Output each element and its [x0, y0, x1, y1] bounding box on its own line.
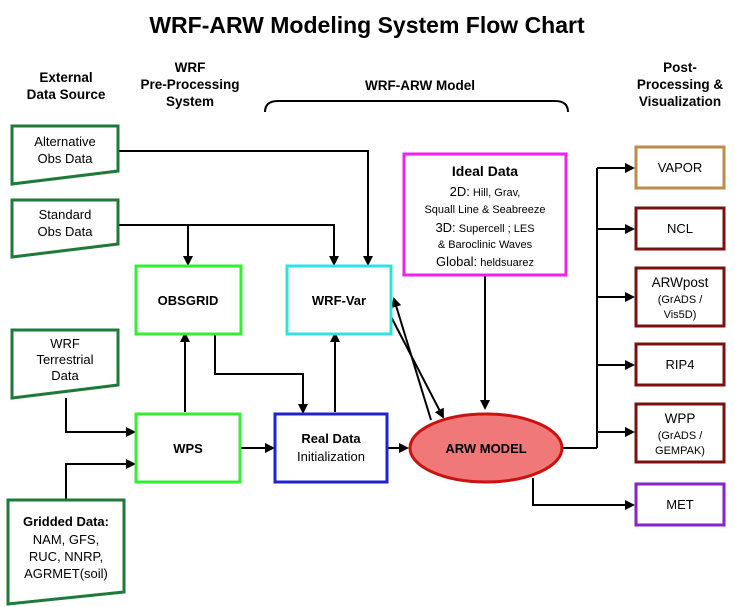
source-label: NAM, GFS, [33, 532, 99, 547]
source-label: Terrestrial [36, 352, 93, 367]
source-label: Data [51, 368, 79, 383]
source-gridded-data: Gridded Data: NAM, GFS, RUC, NNRP, AGRME… [6, 498, 126, 606]
source-alternative-obs-data: Alternative Obs Data [10, 124, 120, 186]
output-ncl: NCL [634, 206, 726, 251]
ideal-line-squall: Squall Line & Seabreeze [424, 204, 545, 216]
header-post-processing: Post- Processing & Visualization [637, 60, 724, 109]
header-line: Processing & [637, 77, 724, 92]
node-arw-model: ARW MODEL [408, 412, 564, 484]
source-label: Obs Data [38, 151, 94, 166]
node-label: Initialization [297, 449, 365, 464]
source-label: AGRMET(soil) [24, 566, 108, 581]
header-line: System [166, 94, 214, 109]
node-wps: WPS [134, 412, 242, 484]
node-label: WPS [173, 441, 203, 456]
arrow-alt-obs-to-wrfvar [118, 150, 373, 266]
source-heading: Gridded Data: [23, 514, 109, 529]
output-met: MET [634, 482, 726, 527]
arrow-std-obs-to-wrfvar [118, 224, 339, 266]
source-label: WRF [50, 336, 80, 351]
header-line: Visualization [639, 94, 721, 109]
header-line: Pre-Processing [140, 77, 239, 92]
connectors [65, 150, 635, 510]
output-label: MET [666, 497, 694, 512]
arrow-obsgrid-to-realdata [214, 334, 308, 414]
source-wrf-terrestrial-data: WRF Terrestrial Data [10, 328, 120, 400]
node-label: WRF-Var [312, 293, 366, 308]
arrow-terrestrial-to-wps [65, 398, 136, 437]
node-label: OBSGRID [158, 293, 219, 308]
source-label: Obs Data [38, 224, 94, 239]
header-pre-processing: WRF Pre-Processing System [140, 60, 239, 109]
header-wrf-arw-model: WRF-ARW Model [365, 78, 475, 93]
output-rip4: RIP4 [634, 342, 726, 387]
node-wrf-var: WRF-Var [285, 264, 393, 336]
output-label: VAPOR [658, 160, 703, 175]
output-label: Vis5D) [664, 309, 697, 321]
ideal-heading: Ideal Data [452, 163, 518, 179]
header-line: External [39, 70, 92, 85]
node-real-data-initialization: Real Data Initialization [273, 412, 389, 484]
arrow-arw-to-wrfvar [391, 297, 432, 421]
arrow-arw-to-met [532, 478, 635, 510]
output-vapor: VAPOR [634, 145, 726, 190]
arrow-gridded-to-wps [65, 459, 136, 500]
output-arwpost: ARWpost (GrADS / Vis5D) [634, 266, 726, 328]
ideal-line-2d: 2D: Hill, Grav, [450, 184, 521, 199]
ideal-line-global: Global: heldsuarez [436, 254, 534, 269]
output-label: (GrADS / [658, 430, 704, 442]
header-line: Post- [663, 60, 697, 75]
output-label: WPP [665, 411, 696, 426]
header-external-data-source: External Data Source [27, 70, 106, 102]
source-standard-obs-data: Standard Obs Data [10, 198, 120, 259]
header-line: WRF [175, 60, 206, 75]
source-label: Alternative [34, 134, 95, 149]
output-label: ARWpost [652, 275, 709, 290]
source-label: Standard [39, 207, 92, 222]
ideal-line-3d: 3D: Supercell ; LES [435, 220, 534, 235]
page-title: WRF-ARW Modeling System Flow Chart [149, 12, 585, 38]
output-label: GEMPAK) [655, 445, 705, 457]
node-label: Real Data [301, 431, 361, 446]
source-label: RUC, NNRP, [29, 549, 103, 564]
ideal-data-box: Ideal Data 2D: Hill, Grav, Squall Line &… [402, 152, 568, 277]
node-label: ARW MODEL [445, 441, 526, 456]
header-line: Data Source [27, 87, 106, 102]
model-bracket [264, 100, 569, 113]
output-label: (GrADS / [658, 294, 704, 306]
ideal-line-baroclinic: & Baroclinic Waves [438, 239, 533, 251]
node-obsgrid: OBSGRID [134, 264, 243, 336]
output-wpp: WPP (GrADS / GEMPAK) [634, 402, 726, 464]
output-label: NCL [667, 221, 693, 236]
output-label: RIP4 [666, 357, 695, 372]
